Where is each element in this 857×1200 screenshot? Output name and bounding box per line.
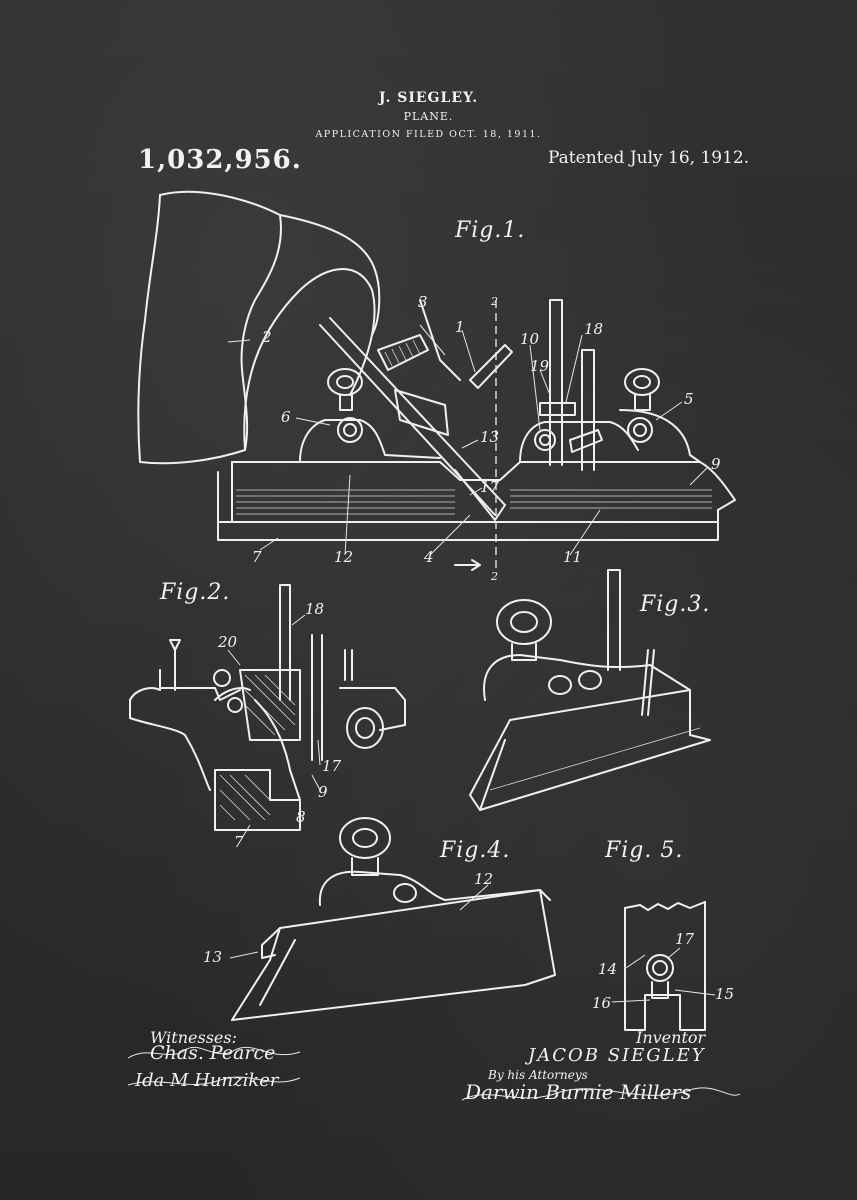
fig2-callout: 8 bbox=[296, 808, 306, 826]
inventor-label: Inventor bbox=[636, 1028, 706, 1047]
patent-title: PLANE. bbox=[403, 110, 454, 123]
fig4-drawing bbox=[230, 818, 555, 1020]
fig1-callout: 3 bbox=[418, 293, 428, 311]
fig5-callout: 14 bbox=[598, 960, 618, 978]
fig1-callout: 7 bbox=[252, 548, 262, 566]
fig1-callout: 13 bbox=[480, 428, 500, 446]
fig1-drawing bbox=[138, 192, 735, 570]
fig5-drawing bbox=[612, 902, 715, 1030]
fig1-callout: 1 bbox=[455, 318, 465, 336]
fig1-callout: 2 bbox=[262, 328, 272, 346]
filed-date: APPLICATION FILED OCT. 18, 1911. bbox=[315, 129, 542, 140]
fig1-callout: 4 bbox=[424, 548, 434, 566]
fig1-title: Fig.1. bbox=[455, 218, 526, 243]
section-mark-top: 2 bbox=[491, 295, 498, 308]
witness-signature-2: Ida M Hunziker bbox=[135, 1070, 279, 1091]
witness-signature-1: Chas. Pearce bbox=[150, 1042, 276, 1064]
patent-number: 1,032,956. bbox=[138, 145, 302, 175]
fig2-callout: 18 bbox=[305, 600, 325, 618]
fig1-callout: 19 bbox=[530, 357, 550, 375]
fig2-callout: 7 bbox=[234, 833, 244, 851]
fig1-callout: 6 bbox=[281, 408, 291, 426]
fig1-callout: 11 bbox=[563, 548, 583, 566]
fig1-callout: 10 bbox=[520, 330, 540, 348]
fig5-title: Fig. 5. bbox=[605, 838, 684, 863]
inventor-signature: JACOB SIEGLEY bbox=[528, 1045, 706, 1066]
fig4-title: Fig.4. bbox=[440, 838, 511, 863]
inventor-name-header: J. SIEGLEY. bbox=[378, 90, 479, 106]
fig2-callout: 20 bbox=[218, 633, 238, 651]
fig5-callout: 16 bbox=[592, 994, 612, 1012]
witnesses-label: Witnesses: bbox=[150, 1028, 237, 1047]
fig1-callout: 12 bbox=[334, 548, 354, 566]
fig2-callout: 9 bbox=[318, 783, 328, 801]
fig2-callout: 17 bbox=[322, 757, 342, 775]
fig3-drawing bbox=[470, 570, 710, 810]
fig1-callout: 9 bbox=[711, 455, 721, 473]
fig5-callout: 15 bbox=[715, 985, 735, 1003]
fig2-drawing bbox=[130, 585, 405, 838]
attorney-signature: Darwin Burnie Millers bbox=[465, 1080, 692, 1104]
witness-signatures-strokes bbox=[128, 1047, 300, 1085]
patented-date: Patented July 16, 1912. bbox=[548, 148, 750, 168]
fig1-callout: 5 bbox=[684, 390, 694, 408]
fig5-callout: 17 bbox=[675, 930, 695, 948]
fig4-callout: 12 bbox=[474, 870, 494, 888]
fig2-title: Fig.2. bbox=[160, 580, 231, 605]
fig1-callout: 18 bbox=[584, 320, 604, 338]
section-mark-bottom: 2 bbox=[491, 570, 498, 583]
fig4-callout: 13 bbox=[203, 948, 223, 966]
attorney-signature-strokes bbox=[462, 1088, 740, 1100]
by-attorneys: By his Attorneys bbox=[488, 1068, 588, 1082]
fig3-title: Fig.3. bbox=[640, 592, 711, 617]
fig1-callout: 17 bbox=[480, 478, 500, 496]
